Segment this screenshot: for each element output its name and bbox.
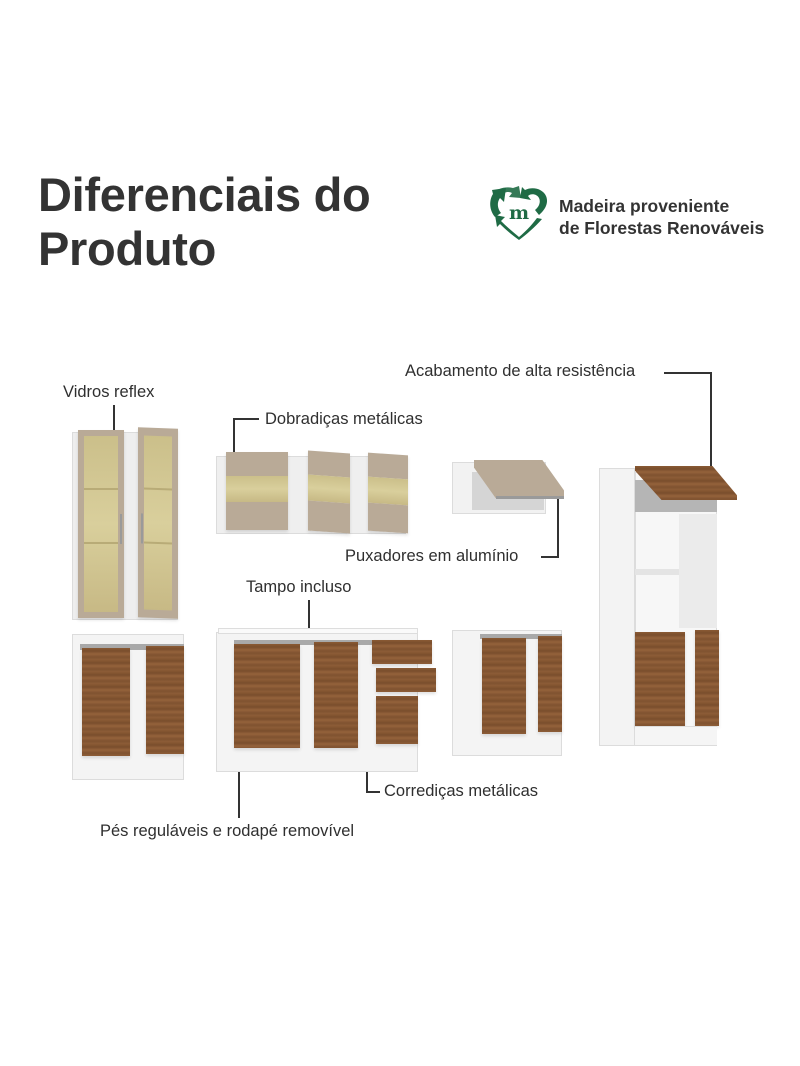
label-finish: Acabamento de alta resistência	[405, 362, 636, 380]
door-2	[314, 642, 358, 748]
shelf	[635, 569, 717, 575]
label-hinges: Dobradiças metálicas	[265, 410, 423, 428]
door-3	[376, 696, 418, 744]
leader-line-countertop	[308, 600, 310, 632]
door-2	[308, 450, 350, 534]
glass-door-right	[138, 427, 178, 619]
wall-cabinet-lift-up-beige	[452, 460, 566, 516]
label-slides: Corrediças metálicas	[384, 782, 539, 800]
base-cabinet-left	[72, 632, 186, 780]
title-line-1: Diferenciais do	[38, 168, 371, 221]
page-title: Diferenciais do Produto	[38, 168, 371, 276]
door-handle	[141, 513, 143, 544]
drawer-2[interactable]	[376, 668, 436, 692]
leader-line-slides-h	[366, 791, 380, 793]
title-line-2: Produto	[38, 222, 217, 275]
leader-line-handles-v	[557, 496, 559, 558]
door-right	[538, 636, 562, 732]
lower-door-right	[695, 630, 719, 726]
drawer-1[interactable]	[372, 640, 432, 664]
svg-text:m: m	[509, 202, 529, 224]
aluminium-handle	[496, 496, 564, 499]
door-3	[368, 452, 408, 534]
plinth	[635, 726, 717, 745]
recycle-heart-m-icon: m	[487, 184, 551, 242]
glass-door-left	[78, 430, 124, 618]
oven-tower	[599, 466, 739, 748]
base-cabinet-drawers	[216, 628, 436, 772]
label-countertop: Tampo incluso	[246, 578, 352, 596]
leader-line-handles-h	[541, 556, 559, 558]
door-1	[226, 452, 288, 530]
countertop	[218, 628, 418, 634]
badge-line-2: de Florestas Renováveis	[559, 218, 765, 238]
inner-panel	[679, 514, 717, 628]
leader-line-hinges-h	[233, 418, 259, 420]
handle-profile	[80, 644, 184, 650]
wall-cabinet-glass-strip	[216, 450, 408, 534]
base-cabinet-right	[452, 628, 564, 756]
tower-side	[599, 468, 635, 746]
glass-panel	[144, 435, 172, 611]
badge-text: Madeira proveniente de Florestas Renováv…	[559, 195, 764, 239]
leader-line-finish-v	[710, 372, 712, 478]
lower-door-left	[635, 632, 685, 726]
label-feet: Pés reguláveis e rodapé removível	[100, 822, 355, 840]
label-handles: Puxadores em alumínio	[345, 547, 519, 565]
handle-profile	[480, 634, 562, 639]
leader-line-feet	[238, 772, 240, 818]
door-1	[234, 644, 300, 748]
badge-line-1: Madeira proveniente	[559, 196, 730, 216]
leader-line-finish-h	[664, 372, 712, 374]
label-glass: Vidros reflex	[63, 383, 155, 401]
door-handle	[120, 514, 122, 544]
leader-line-hinges-v	[233, 418, 235, 468]
door-left	[482, 638, 526, 734]
glass-door-cabinet	[72, 427, 180, 620]
door-right	[146, 646, 184, 754]
glass-panel	[84, 436, 118, 612]
door-left	[82, 648, 130, 756]
